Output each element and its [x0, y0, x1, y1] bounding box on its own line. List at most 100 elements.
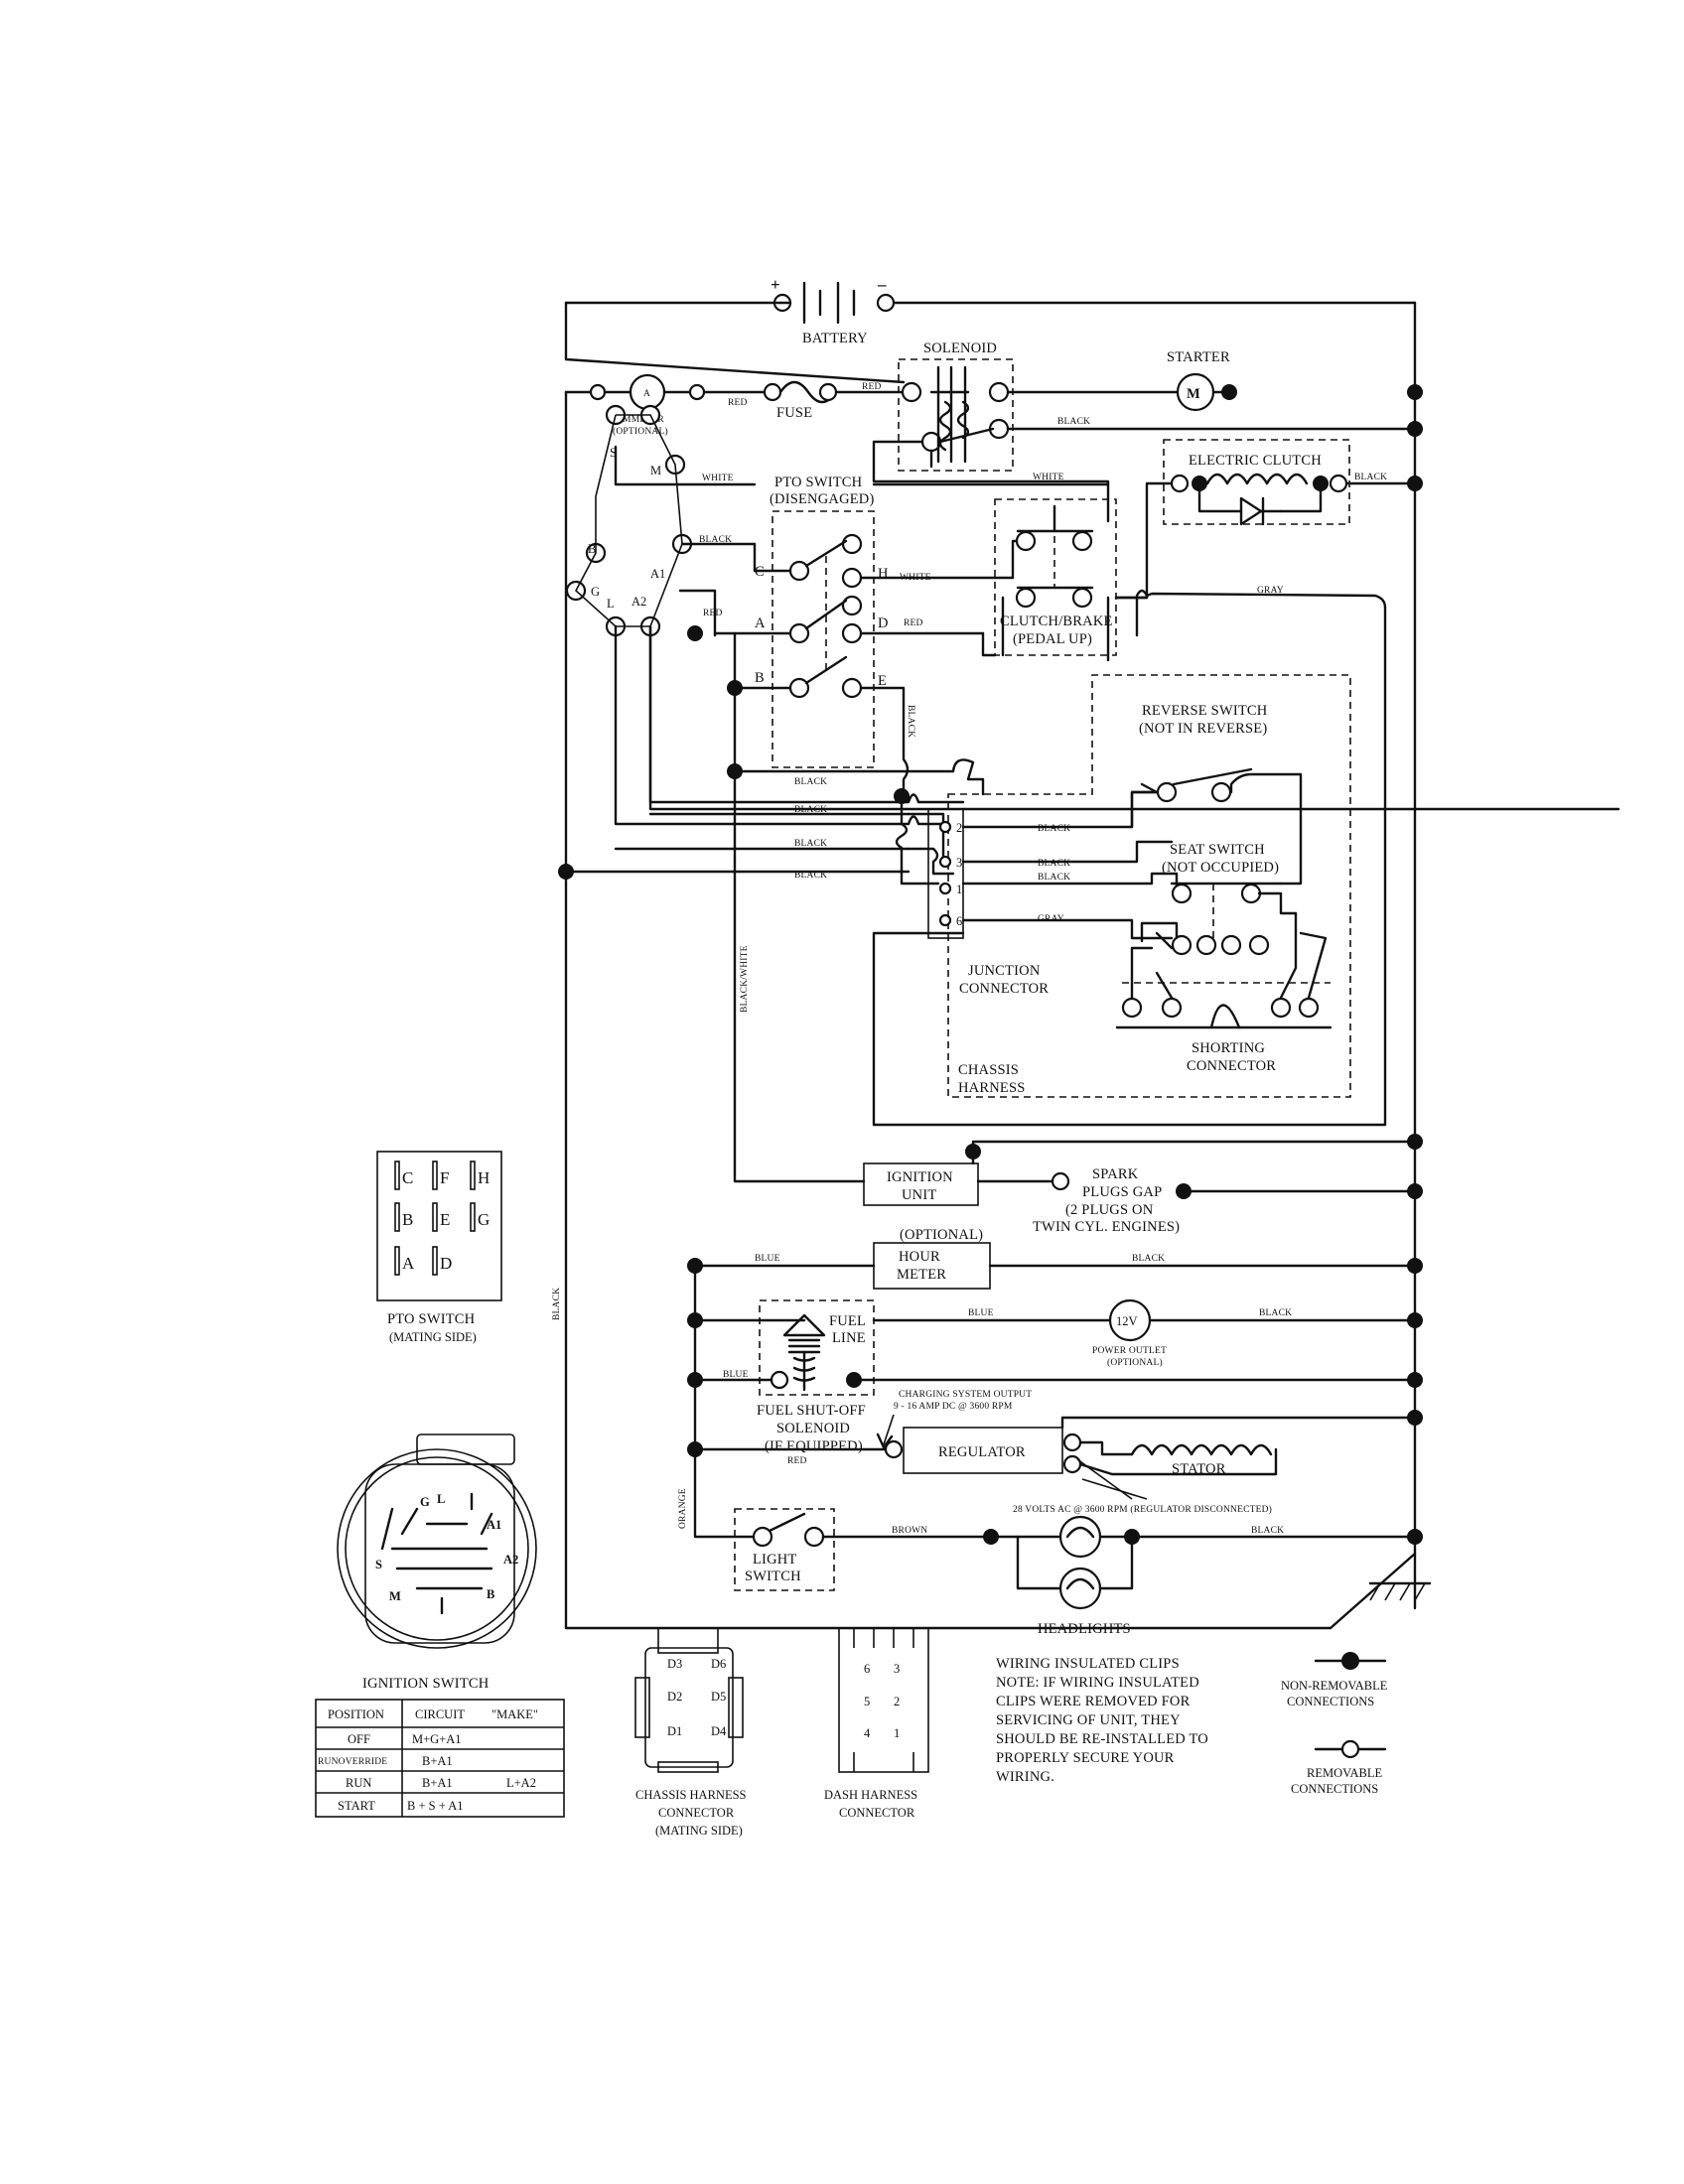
pto-mating-side: C F H B E G A D PTO SWITCH (MATING SIDE)	[376, 1151, 502, 1344]
headlights: HEADLIGHTS	[997, 1515, 1134, 1637]
ammeter-label: AMMETER	[616, 415, 664, 425]
wire-label-black-9: BLACK	[1038, 824, 1070, 834]
junction-connector: 2 3 1 6 JUNCTION CONNECTOR	[927, 808, 1049, 997]
wire-label-black-15: BLACK	[552, 1288, 562, 1320]
seat-switch-state: (NOT OCCUPIED)	[1162, 860, 1279, 876]
ign-term-b: B	[588, 542, 596, 556]
wire-label-black-1: BLACK	[1057, 417, 1090, 427]
electric-clutch-label: ELECTRIC CLUTCH	[1189, 453, 1322, 469]
wire-label-red-4: RED	[904, 618, 923, 628]
ac-volts-note: 28 VOLTS AC @ 3600 RPM (REGULATOR DISCON…	[1013, 1458, 1272, 1515]
table-row-3-position: START	[338, 1799, 375, 1813]
ign-term-g: G	[591, 585, 600, 599]
solenoid-label: SOLENOID	[923, 341, 997, 356]
junction-connector-line2: CONNECTOR	[959, 981, 1049, 997]
wire-label-red-2: RED	[862, 382, 882, 392]
pto-grid-g: G	[478, 1210, 490, 1229]
ign-face-m: M	[389, 1589, 401, 1603]
junction-term-2: 2	[956, 821, 962, 835]
seat-switch: SEAT SWITCH (NOT OCCUPIED)	[1140, 842, 1303, 956]
hour-meter-line2: METER	[897, 1267, 946, 1283]
chassis-harness-connector: D3 D6 D2 D5 D1 D4 CHASSIS HARNESS CONNEC…	[634, 1627, 747, 1838]
shorting-connector-line2: CONNECTOR	[1187, 1058, 1276, 1074]
spark-plugs: SPARK PLUGS GAP (2 PLUGS ON TWIN CYL. EN…	[1033, 1166, 1180, 1235]
ign-face-s: S	[375, 1558, 382, 1571]
wire-label-white-1: WHITE	[702, 474, 734, 483]
ign-face-a2: A2	[503, 1553, 518, 1567]
pto-grid-e: E	[440, 1210, 450, 1229]
note-line-5: PROPERLY SECURE YOUR	[996, 1750, 1175, 1766]
wire-label-red-3: RED	[703, 609, 723, 618]
power-outlet: 12V POWER OUTLET (OPTIONAL)	[1092, 1298, 1167, 1368]
pto-switch-label: PTO SWITCH	[774, 475, 863, 490]
wire-label-black-11: BLACK	[1038, 873, 1070, 883]
reverse-switch-label: REVERSE SWITCH	[1142, 703, 1268, 719]
ammeter-symbol: A	[643, 389, 650, 399]
chassis-harness-line1: CHASSIS	[958, 1062, 1019, 1078]
chassis-pin-d1: D1	[667, 1724, 682, 1738]
pto-grid-b: B	[402, 1210, 413, 1229]
battery-label: BATTERY	[802, 331, 868, 346]
fuel-shutoff-line3: (IF EQUIPPED)	[765, 1438, 863, 1454]
ignition-unit-line1: IGNITION	[887, 1169, 953, 1185]
table-row-0-position: OFF	[348, 1732, 370, 1746]
wire-label-black-4: BLACK	[906, 705, 915, 738]
dash-connector-line1: DASH HARNESS	[824, 1788, 917, 1802]
chassis-pin-d2: D2	[667, 1690, 682, 1704]
ignition-switch-table: POSITION CIRCUIT "MAKE" OFF M+G+A1 RUNOV…	[315, 1699, 565, 1818]
wire-label-black-white: BLACK/WHITE	[740, 945, 750, 1013]
headlights-label: HEADLIGHTS	[1038, 1621, 1131, 1637]
stator-label: STATOR	[1172, 1461, 1226, 1477]
junction-connector-line1: JUNCTION	[968, 963, 1041, 979]
fuse-label: FUSE	[776, 405, 812, 421]
spark-line1: SPARK	[1092, 1166, 1139, 1182]
wire-label-blue-1: BLUE	[755, 1254, 780, 1264]
reverse-switch-state: (NOT IN REVERSE)	[1139, 721, 1267, 737]
clutch-brake-label: CLUTCH/BRAKE	[1000, 614, 1113, 629]
fuel-line-line2: LINE	[832, 1330, 866, 1346]
note-line-4: SHOULD BE RE-INSTALLED TO	[996, 1731, 1208, 1747]
table-row-1-circuit: B+A1	[422, 1754, 453, 1768]
ign-face-l: L	[437, 1492, 445, 1506]
legend-nonremovable-line2: CONNECTIONS	[1287, 1695, 1374, 1708]
wire-label-white-3: WHITE	[1033, 473, 1064, 482]
note-line-6: WIRING.	[996, 1769, 1054, 1785]
solenoid: SOLENOID	[898, 341, 1014, 472]
ign-term-l: L	[607, 597, 615, 611]
power-outlet-symbol: 12V	[1116, 1314, 1138, 1328]
wire-label-gray-2: GRAY	[1038, 914, 1064, 924]
fuel-shutoff-line2: SOLENOID	[776, 1421, 850, 1436]
legend-removable-line1: REMOVABLE	[1307, 1766, 1383, 1780]
table-header-position: POSITION	[328, 1707, 384, 1721]
wire-label-black-10: BLACK	[1038, 859, 1070, 869]
pto-term-h: H	[878, 566, 889, 582]
fuse: FUSE	[763, 380, 838, 421]
ign-face-b: B	[487, 1587, 494, 1601]
charging-output-note: CHARGING SYSTEM OUTPUT 9 - 16 AMP DC @ 3…	[876, 1390, 1032, 1449]
spark-line3: (2 PLUGS ON	[1065, 1202, 1154, 1218]
chassis-connector-line3: (MATING SIDE)	[655, 1824, 743, 1838]
ign-term-s: S	[610, 446, 617, 460]
wire-label-blue-3: BLUE	[723, 1370, 749, 1380]
wire-label-red-5: RED	[787, 1456, 807, 1466]
table-row-1-position: RUNOVERRIDE	[318, 1757, 387, 1767]
regulator-label: REGULATOR	[938, 1444, 1026, 1460]
light-switch-line1: LIGHT	[753, 1552, 797, 1568]
note-line-2: CLIPS WERE REMOVED FOR	[996, 1694, 1191, 1709]
chassis-connector-line2: CONNECTOR	[658, 1806, 735, 1820]
wire-label-white-2: WHITE	[900, 573, 931, 583]
junction-term-3: 3	[956, 856, 962, 870]
chassis-harness-line2: HARNESS	[958, 1080, 1025, 1096]
table-row-2-extra: L+A2	[506, 1776, 536, 1790]
regulator: REGULATOR	[903, 1427, 1063, 1474]
ammeter-note: (OPTIONAL)	[613, 426, 668, 437]
ignition-unit-line2: UNIT	[902, 1187, 936, 1203]
table-row-2-circuit: B+A1	[422, 1776, 453, 1790]
ign-term-a2: A2	[632, 595, 646, 609]
hour-meter-note: (OPTIONAL)	[900, 1227, 983, 1243]
table-row-2-position: RUN	[346, 1776, 371, 1790]
wiring-note: WIRING INSULATED CLIPS NOTE: IF WIRING I…	[996, 1656, 1208, 1785]
legend-non-removable: NON-REMOVABLE CONNECTIONS	[1281, 1652, 1388, 1708]
table-row-0-circuit: M+G+A1	[412, 1732, 462, 1746]
legend-removable: REMOVABLE CONNECTIONS	[1291, 1739, 1387, 1796]
